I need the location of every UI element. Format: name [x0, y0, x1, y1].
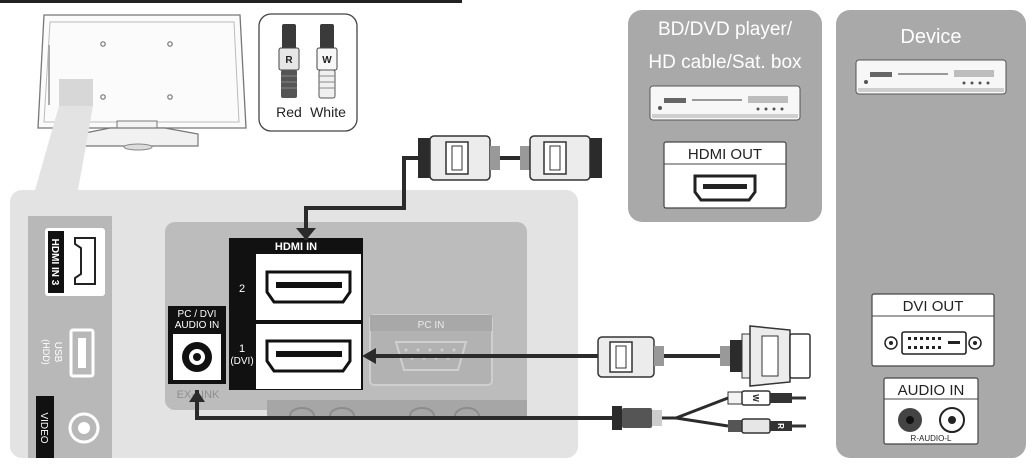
hdmi-port-2-icon: [265, 270, 352, 304]
pc-in-label: PC IN: [418, 320, 445, 331]
hdmi3-port-icon: [74, 237, 96, 285]
white-rca-cable-plug-icon: W: [727, 390, 806, 406]
audio-in-r-jack-icon: [898, 408, 922, 432]
white-label: White: [310, 104, 346, 120]
bd-dvd-title-line1: BD/DVD player/: [658, 19, 793, 40]
red-plug-letter: R: [776, 423, 785, 429]
video-label: VIDEO: [38, 412, 49, 443]
tv-zoom-beam: [35, 106, 93, 190]
bd-dvd-box: BD/DVD player/ HD cable/Sat. box HDMI OU…: [628, 10, 822, 222]
hdmi-in-title: HDMI IN: [275, 241, 317, 253]
hdmi3-label: HDMI IN 3: [49, 239, 60, 286]
audio-in-label: AUDIO IN: [898, 382, 965, 399]
tv-illustration: [37, 14, 247, 151]
usb-port-icon: [69, 328, 95, 378]
white-rca-plug-icon: [316, 24, 338, 99]
pc-in-port-group: PC IN: [369, 314, 493, 386]
hdmi-dvi-cable: [362, 325, 811, 387]
white-plug-letter: W: [751, 394, 760, 402]
hdmi-port-1-icon: [265, 339, 352, 373]
dvi-out-port-icon: [884, 331, 982, 355]
bd-dvd-title-line2: HD cable/Sat. box: [648, 52, 802, 73]
audio-in-l-jack-icon: [939, 407, 965, 433]
red-label: Red: [276, 104, 302, 120]
red-rca-plug-icon: [278, 24, 300, 98]
dvi-out-label: DVI OUT: [903, 298, 964, 315]
white-letter: W: [322, 55, 332, 66]
hdmi-cable: [296, 135, 602, 240]
device-icon: [855, 59, 1007, 95]
red-letter: R: [285, 55, 293, 66]
rca-color-legend: R W Red White: [258, 13, 358, 132]
device-title: Device: [900, 26, 961, 48]
usb-label: USB: [52, 342, 63, 363]
hdmi-port-1-label: 1: [239, 343, 245, 355]
audio-cable: W R: [189, 390, 806, 434]
hdmi-out-label: HDMI OUT: [688, 146, 762, 163]
vga-port-icon: [394, 341, 468, 371]
usb-sub-label: (HDD): [41, 339, 51, 365]
device-box: Device DVI OUT AUDIO IN: [836, 10, 1026, 458]
audio-sub-label: R-AUDIO-L: [911, 434, 952, 443]
video-jack-icon: [68, 412, 100, 444]
hdmi-in-block: HDMI IN 2 1 (DVI): [229, 238, 363, 390]
pc-dvi-label-line2: AUDIO IN: [175, 320, 219, 331]
bottom-jack-strip: [267, 400, 527, 417]
pc-dvi-audio-in-group: PC / DVI AUDIO IN EX-LINK: [168, 306, 226, 401]
hdmi-port-1-sub-label: (DVI): [230, 356, 253, 367]
pc-dvi-label-line1: PC / DVI: [178, 309, 217, 320]
bd-dvd-player-icon: [649, 85, 801, 121]
hdmi-port-2-label: 2: [239, 283, 245, 295]
side-jack-column: HDMI IN 3 USB (HDD) VIDEO: [28, 216, 112, 458]
red-rca-cable-plug-icon: R: [728, 418, 806, 434]
